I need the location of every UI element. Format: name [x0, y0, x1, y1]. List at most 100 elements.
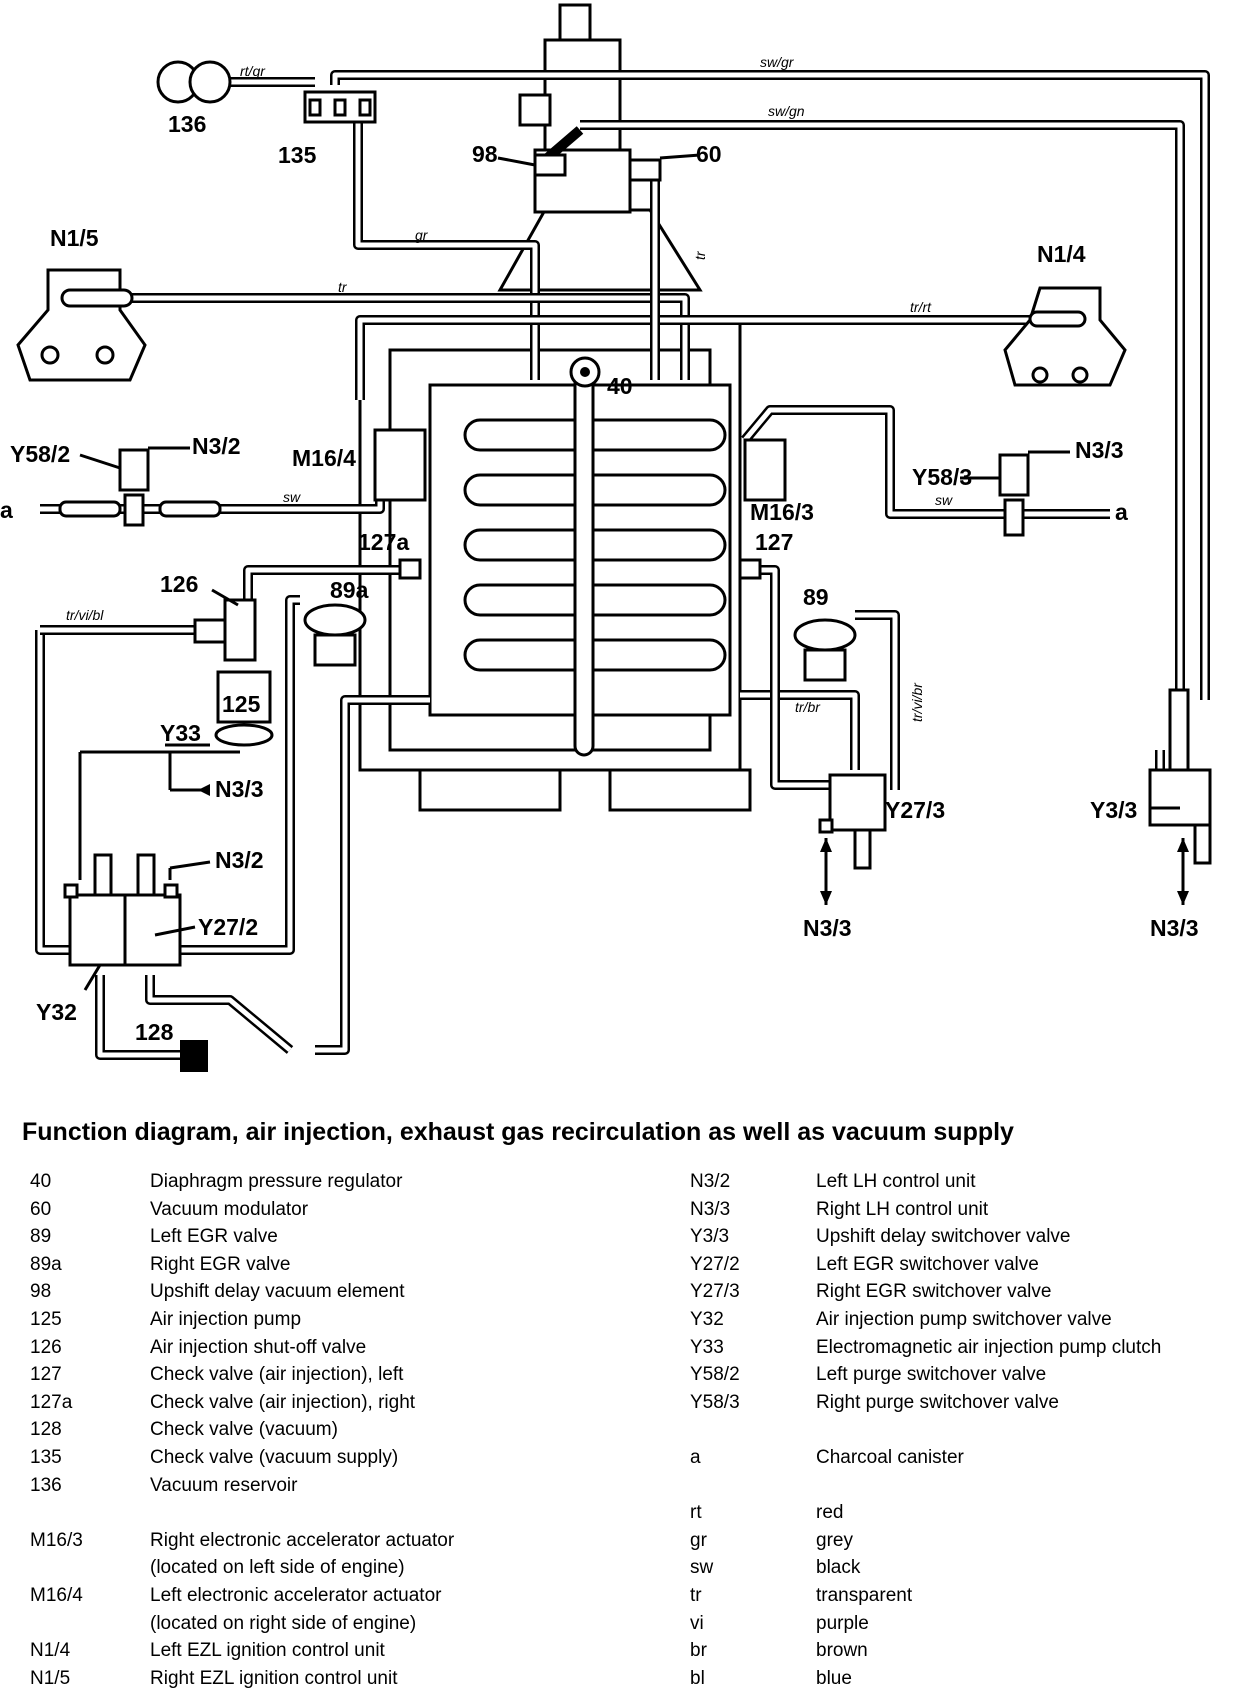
vacuum-modulator-60	[628, 158, 662, 182]
legend-code: tr	[690, 1584, 702, 1606]
legend-code: 89a	[30, 1253, 62, 1275]
legend-code: 40	[30, 1171, 52, 1192]
legend-code: br	[690, 1640, 707, 1662]
check-valve-127	[738, 558, 762, 580]
legend-code: 127	[30, 1364, 62, 1386]
legend-row: 126 Air injection shut-off valve	[30, 1334, 454, 1362]
legend-description: Left EZL ignition control unit	[150, 1640, 385, 1662]
purge-valve-y583	[998, 453, 1030, 537]
label-y33-valve: Y3/3	[1090, 797, 1137, 823]
label-89: 89	[803, 584, 829, 610]
legend-code: N3/2	[690, 1171, 731, 1192]
legend-description: Electromagnetic air injection pump clutc…	[816, 1336, 1162, 1358]
legend-description: grey	[816, 1529, 853, 1551]
hose-label-sw-left: sw	[283, 489, 301, 505]
hose-label-gr: gr	[415, 227, 429, 243]
legend-description: Air injection pump	[150, 1308, 302, 1330]
label-60: 60	[696, 141, 722, 167]
legend-description: Upshift delay vacuum element	[150, 1281, 405, 1303]
legend-code: 128	[30, 1419, 62, 1441]
legend-code	[690, 1416, 816, 1444]
legend-code: a	[690, 1446, 701, 1468]
label-n33-bottom-right: N3/3	[1150, 915, 1199, 941]
legend-description: Upshift delay switchover valve	[816, 1226, 1071, 1248]
legend-description: Right EGR switchover valve	[816, 1281, 1052, 1303]
label-126: 126	[160, 571, 198, 597]
label-y33: Y33	[160, 720, 201, 746]
legend-code: sw	[690, 1557, 714, 1579]
legend-code: 89	[30, 1226, 52, 1248]
label-n32-top: N3/2	[192, 433, 241, 459]
legend-code: M16/3	[30, 1529, 83, 1551]
legend-description: (located on right side of engine)	[150, 1612, 417, 1634]
label-40: 40	[607, 373, 633, 399]
legend-code: 125	[30, 1308, 62, 1330]
legend-code	[30, 1499, 150, 1527]
legend-description: Check valve (vacuum)	[150, 1419, 338, 1441]
hose-label-trvibl: tr/vi/bl	[66, 607, 104, 623]
legend-code	[690, 1472, 816, 1500]
pressure-regulator-40	[569, 356, 601, 388]
label-128: 128	[135, 1019, 174, 1045]
legend-description: (located on left side of engine)	[150, 1557, 405, 1579]
hose-label-swgn: sw/gn	[768, 103, 805, 119]
function-diagram: 136 135 98 60 N1/5 N1/4 40 Y58/2 N3/2 M1…	[0, 3, 1212, 1072]
hose-label-trbr: tr/br	[795, 699, 821, 715]
legend-row: 128 Check valve (vacuum)	[30, 1416, 454, 1444]
label-n32-bottom: N3/2	[215, 847, 264, 873]
legend-row	[30, 1499, 454, 1527]
upshift-delay-element-98	[533, 126, 584, 177]
legend-code: gr	[690, 1529, 707, 1551]
label-98: 98	[472, 141, 498, 167]
legend-code: vi	[690, 1612, 704, 1634]
legend-code	[30, 1554, 150, 1582]
egr-valve-89	[793, 618, 857, 682]
ignition-control-unit-n15	[16, 268, 147, 382]
label-y582: Y58/2	[10, 441, 70, 467]
legend-description: Air injection shut-off valve	[150, 1336, 367, 1358]
legend-code: 126	[30, 1336, 62, 1358]
legend-description: Diaphragm pressure regulator	[150, 1171, 403, 1192]
label-n14: N1/4	[1037, 241, 1086, 267]
legend-code: M16/4	[30, 1584, 83, 1606]
check-valve-128	[180, 1040, 208, 1072]
legend-description: Left EGR valve	[150, 1226, 278, 1248]
check-valve-127a	[398, 558, 422, 580]
legend-description: Charcoal canister	[816, 1446, 964, 1468]
purge-valve-y582	[58, 448, 222, 527]
accelerator-actuator-m163	[743, 438, 787, 502]
label-y32: Y32	[36, 999, 77, 1025]
legend-description: brown	[816, 1640, 868, 1662]
legend-description: Right EZL ignition control unit	[150, 1667, 398, 1689]
legend-row: (located on right side of engine)	[30, 1610, 454, 1638]
legend-code: N3/3	[690, 1198, 731, 1220]
label-127: 127	[755, 529, 793, 555]
egr-valve-89a	[303, 603, 367, 667]
air-pump-125	[214, 670, 274, 747]
legend-code: Y58/3	[690, 1391, 740, 1413]
hose-label-trvibr: tr/vi/br	[909, 682, 925, 722]
legend-description: purple	[816, 1612, 869, 1634]
label-136: 136	[168, 111, 206, 137]
accelerator-actuator-m164	[373, 428, 427, 502]
label-n33-left: N3/3	[215, 776, 264, 802]
hose-color-labels: rt/gr sw/gr sw/gn gr tr tr tr/rt sw sw t…	[66, 54, 953, 722]
label-n15: N1/5	[50, 225, 99, 251]
upshift-switchover-valve-y33	[1148, 688, 1212, 865]
legend-description: Right purge switchover valve	[816, 1391, 1059, 1413]
label-y272: Y27/2	[198, 914, 258, 940]
legend-row: Y58/3 Right purge switchover valve	[690, 1389, 1161, 1417]
legend-row: 40 Diaphragm pressure regulator	[30, 1168, 454, 1196]
component-labels: 136 135 98 60 N1/5 N1/4 40 Y58/2 N3/2 M1…	[0, 111, 1199, 1045]
label-127a: 127a	[358, 529, 409, 555]
ignition-control-unit-n14	[1003, 286, 1127, 387]
